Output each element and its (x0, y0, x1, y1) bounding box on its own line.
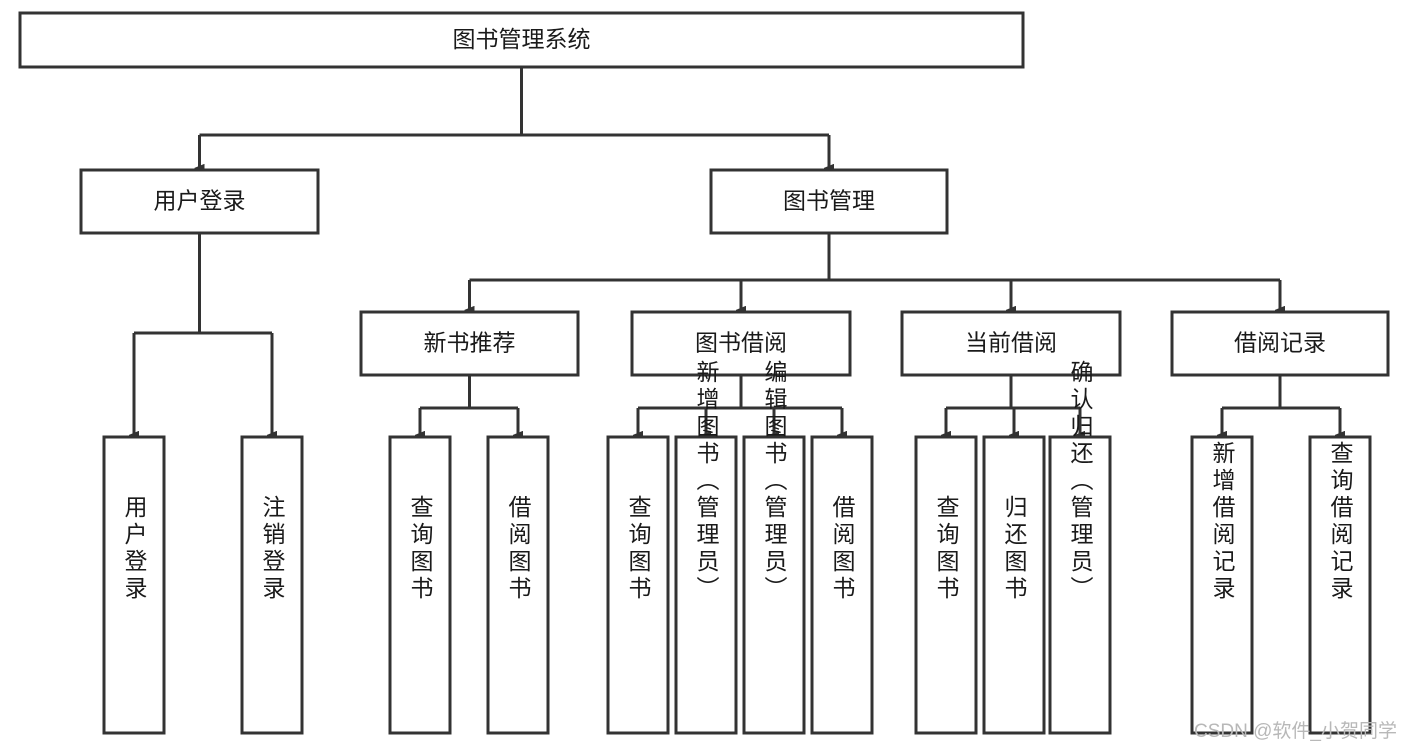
node-label: 编辑图书（管理员） (761, 360, 788, 603)
node-label: 确认归还（管理员） (1067, 360, 1094, 603)
node-查询图书[interactable]: 查询图书 (914, 435, 978, 735)
node-box[interactable] (486, 435, 550, 735)
node-box[interactable] (900, 310, 1122, 377)
node-label: 借阅图书 (505, 495, 532, 603)
node-layer: 图书管理系统用户登录用户登录注销登录图书管理新书推荐查询图书借阅图书图书借阅查询… (18, 11, 1390, 735)
node-box[interactable] (359, 310, 580, 377)
node-label: 查询图书 (933, 495, 960, 603)
node-借阅记录[interactable]: 借阅记录 (1170, 310, 1390, 377)
node-新书推荐[interactable]: 新书推荐 (359, 310, 580, 377)
node-确认归还管理员[interactable]: 确认归还（管理员） (1048, 360, 1112, 735)
node-label: 当前借阅 (965, 330, 1057, 356)
node-查询图书[interactable]: 查询图书 (606, 435, 670, 735)
node-用户登录[interactable]: 用户登录 (102, 435, 166, 735)
node-查询借阅记录[interactable]: 查询借阅记录 (1308, 435, 1372, 735)
node-label: 查询借阅记录 (1327, 441, 1354, 603)
node-box[interactable] (240, 435, 304, 735)
node-box[interactable] (1048, 435, 1112, 735)
node-label: 图书管理 (783, 188, 875, 214)
node-查询图书[interactable]: 查询图书 (388, 435, 452, 735)
node-box[interactable] (630, 310, 852, 377)
node-box[interactable] (709, 168, 949, 235)
node-用户登录[interactable]: 用户登录 (79, 168, 320, 235)
node-box[interactable] (982, 435, 1046, 735)
node-label: 归还图书 (1001, 495, 1028, 603)
node-box[interactable] (810, 435, 874, 735)
node-box[interactable] (606, 435, 670, 735)
node-label: 查询图书 (625, 495, 652, 603)
node-box[interactable] (1190, 435, 1254, 735)
node-借阅图书[interactable]: 借阅图书 (486, 435, 550, 735)
node-label: 图书管理系统 (453, 26, 591, 52)
node-box[interactable] (914, 435, 978, 735)
node-图书管理[interactable]: 图书管理 (709, 168, 949, 235)
node-box[interactable] (742, 435, 806, 735)
node-新增借阅记录[interactable]: 新增借阅记录 (1190, 435, 1254, 735)
node-label: 用户登录 (121, 495, 148, 603)
node-label: 注销登录 (259, 495, 286, 603)
node-label: 借阅记录 (1234, 330, 1326, 356)
node-label: 查询图书 (407, 495, 434, 603)
connector-layer (134, 67, 1340, 435)
node-label: 新书推荐 (424, 330, 516, 356)
node-label: 新增借阅记录 (1209, 441, 1236, 603)
node-新增图书管理员[interactable]: 新增图书（管理员） (674, 360, 738, 735)
node-box[interactable] (79, 168, 320, 235)
node-box[interactable] (18, 11, 1025, 69)
node-box[interactable] (102, 435, 166, 735)
node-box[interactable] (1308, 435, 1372, 735)
node-当前借阅[interactable]: 当前借阅 (900, 310, 1122, 377)
node-label: 新增图书（管理员） (693, 360, 720, 603)
node-归还图书[interactable]: 归还图书 (982, 435, 1046, 735)
node-label: 用户登录 (154, 188, 246, 214)
node-box[interactable] (674, 435, 738, 735)
node-注销登录[interactable]: 注销登录 (240, 435, 304, 735)
node-图书管理系统[interactable]: 图书管理系统 (18, 11, 1025, 69)
node-label: 借阅图书 (829, 495, 856, 603)
node-编辑图书管理员[interactable]: 编辑图书（管理员） (742, 360, 806, 735)
node-box[interactable] (1170, 310, 1390, 377)
node-借阅图书[interactable]: 借阅图书 (810, 435, 874, 735)
node-图书借阅[interactable]: 图书借阅 (630, 310, 852, 377)
node-box[interactable] (388, 435, 452, 735)
node-label: 图书借阅 (695, 330, 787, 356)
